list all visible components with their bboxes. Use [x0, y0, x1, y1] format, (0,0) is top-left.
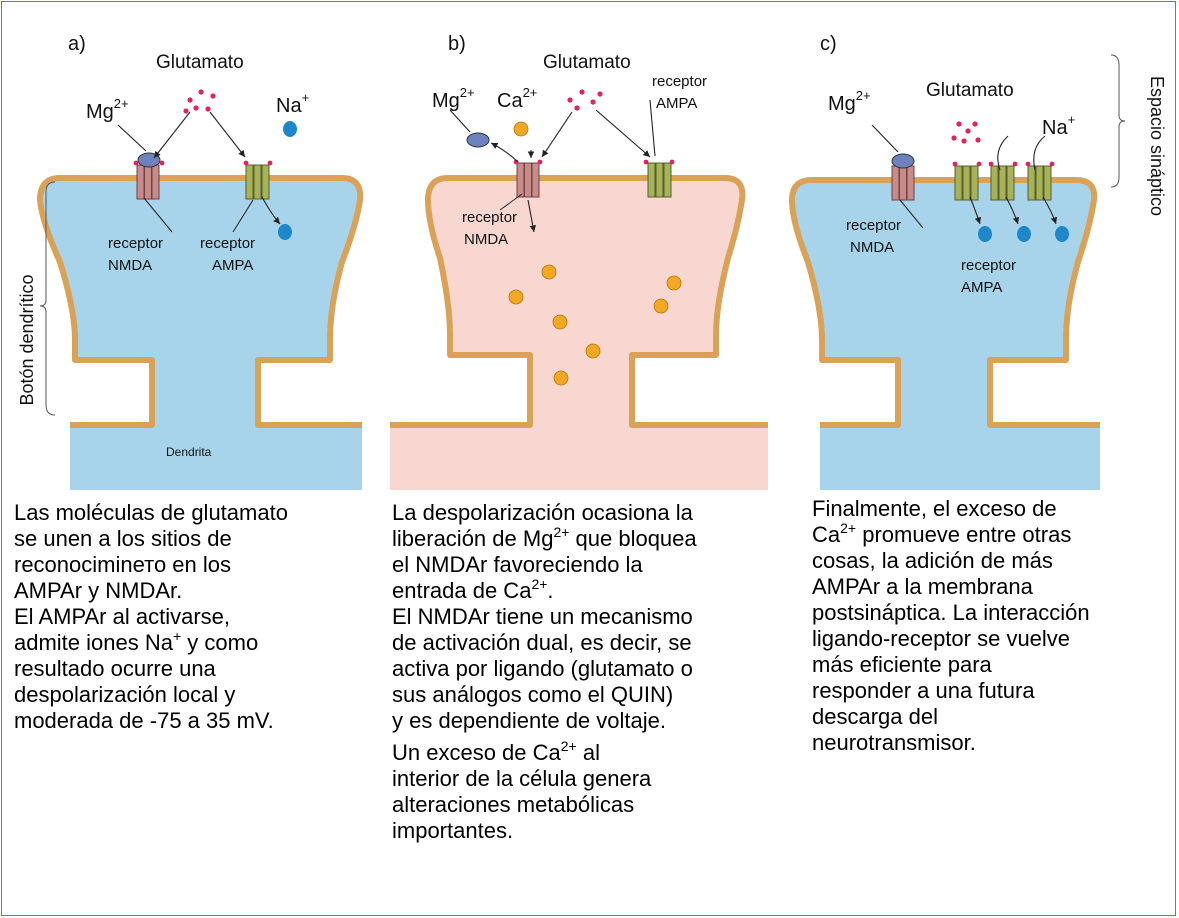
ca-ion-b — [514, 122, 528, 136]
ca-label-b: Ca2+ — [497, 85, 537, 112]
dendrite-shaft-b — [390, 425, 768, 490]
spine-head-c — [792, 180, 1094, 425]
espacio-sinaptico-label: Espacio sináptico — [1147, 76, 1167, 216]
glutamato-label-c: Glutamato — [926, 80, 1014, 101]
mg-ion-c — [892, 154, 914, 168]
dendrite-shaft-a — [70, 425, 362, 490]
ampa-receptor-c-2 — [991, 166, 1014, 200]
mg-label-b: Mg2+ — [432, 85, 475, 112]
caption-c: Finalmente, el exceso de Ca2+ promueve e… — [812, 496, 1172, 756]
nmda-receptor-c — [892, 166, 914, 200]
mg-ion-b — [467, 133, 489, 147]
panel-a — [40, 89, 362, 490]
mg-label-a: Mg2+ — [86, 96, 129, 123]
spine-head-a — [40, 178, 360, 425]
caption-a: Las moléculas de glutamato se unen a los… — [14, 500, 374, 734]
glutamato-label-b: Glutamato — [543, 52, 631, 73]
ampa-receptor-b — [648, 163, 671, 197]
dendrite-shaft-c — [820, 425, 1100, 490]
panel-c-letter: c) — [820, 33, 837, 55]
boton-dendritico-label: Botón dendrítico — [17, 274, 37, 405]
na-ion-a — [283, 121, 297, 137]
dendrita-label: Dendrita — [166, 445, 212, 459]
mg-label-c: Mg2+ — [828, 88, 871, 115]
panel-b-letter: b) — [448, 33, 466, 55]
ampa-receptor-c-1 — [955, 166, 978, 200]
ampa-receptor-a — [246, 165, 269, 199]
caption-b: La despolarización ocasiona la liberació… — [392, 500, 792, 844]
na-label-c: Na+ — [1042, 112, 1075, 139]
panel-a-letter: a) — [68, 33, 86, 55]
espacio-bracket — [1111, 55, 1125, 187]
nmda-receptor-b — [517, 163, 539, 197]
na-label-a: Na+ — [276, 90, 309, 117]
glutamate-c — [951, 121, 1054, 166]
glutamato-label-a: Glutamato — [156, 52, 244, 73]
ampa-receptor-c-3 — [1028, 166, 1051, 200]
nmda-receptor-a — [137, 165, 159, 199]
na-ion-inside-a — [278, 224, 292, 240]
panel-b — [390, 89, 768, 490]
